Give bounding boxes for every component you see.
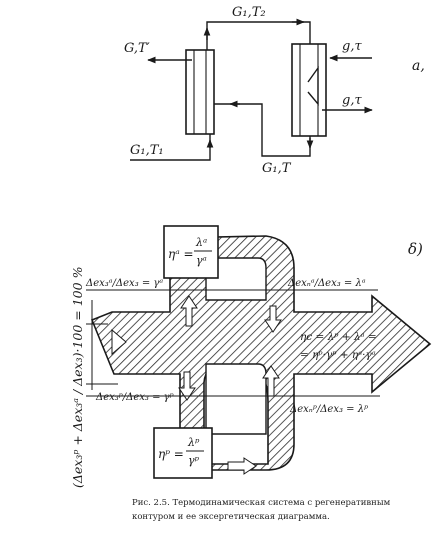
arrow-down-left xyxy=(178,371,196,401)
eta-total-line1: ηc = λᵖ + λᵃ = xyxy=(300,331,377,343)
eta-a-box xyxy=(163,225,219,279)
eta-p-symbol: ηᵖ = xyxy=(158,447,184,461)
left-heat-exchanger xyxy=(185,49,215,135)
label-top-flow: G₁,T₂ xyxy=(232,5,266,20)
label-tag-b: δ) xyxy=(408,240,423,258)
eta-total-line2: = ηᵖ·γᵖ + ηᵃ·γᵃ xyxy=(300,349,376,361)
eta-a-symbol: ηᵃ = xyxy=(168,247,194,261)
diagram-a: G₁,T₂ G,T′ g,τ g,τ G₁,T₁ G₁,T а, xyxy=(124,5,425,176)
eta-a-denominator: γᵃ xyxy=(196,254,207,267)
ratio-bottom-left: Δex₃ᵖ/Δex₃ = γᵖ xyxy=(95,392,174,403)
eta-p-denominator: γᵖ xyxy=(188,454,200,467)
arrow-left-input xyxy=(111,328,127,356)
arrow-up-mid-lower xyxy=(262,365,280,397)
eta-a-numerator: λᵃ xyxy=(195,236,207,249)
diagram-b: ηᵃ = λᵃ γᵃ ηᵖ = λᵖ γᵖ Δex₃ᵃ/Δex₃ = γᵃ Δe… xyxy=(70,225,432,488)
return-loop-pipe xyxy=(214,103,311,157)
label-tag-a: а, xyxy=(412,58,425,74)
caption-line-1: Рис. 2.5. Термодинамическая система с ре… xyxy=(132,498,391,508)
caption-line-2: контуром и ее эксергетическая диаграмма. xyxy=(132,512,330,522)
ratio-bottom-right: Δexₙᵖ/Δex₃ = λᵖ xyxy=(289,404,368,415)
label-right-inlet: g,τ xyxy=(342,39,362,54)
arrow-right-bottom xyxy=(227,457,257,475)
label-left-outlet: G,T′ xyxy=(124,41,150,56)
ratio-top-left: Δex₃ᵃ/Δex₃ = γᵃ xyxy=(85,278,163,289)
right-coil xyxy=(307,65,319,106)
figure-caption: Рис. 2.5. Термодинамическая система с ре… xyxy=(132,496,432,524)
arrow-up-left xyxy=(180,295,198,327)
label-right-outlet: g,τ xyxy=(342,93,362,108)
ratio-top-right: Δexₙᵃ/Δex₃ = λᵃ xyxy=(287,278,366,289)
arrow-down-mid-upper xyxy=(264,305,282,333)
right-heat-exchanger xyxy=(291,43,327,137)
eta-p-box xyxy=(153,427,213,479)
lower-loop-void xyxy=(205,363,267,435)
vertical-balance-formula: (Δex₃ᵖ + Δex₃ᵃ / Δex₃)·100 = 100 % xyxy=(70,267,85,488)
label-bottom-mid: G₁,T xyxy=(262,161,292,176)
eta-p-numerator: λᵖ xyxy=(187,436,200,449)
label-bottom-inlet: G₁,T₁ xyxy=(130,143,164,158)
